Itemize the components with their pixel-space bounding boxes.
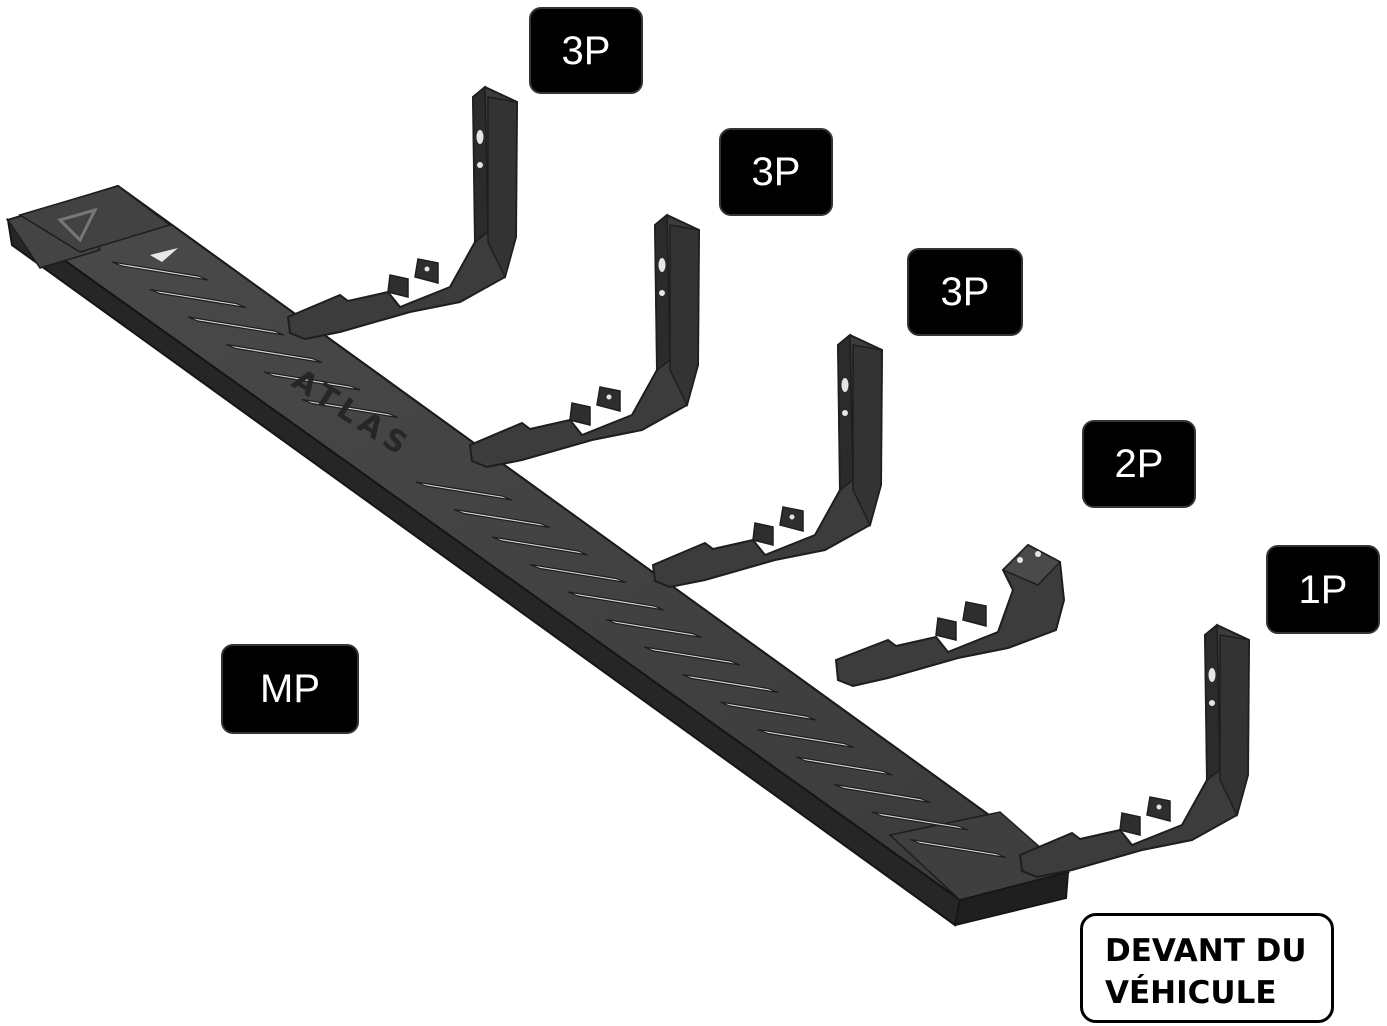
board-slot [643, 646, 741, 666]
label-bracket-5: 1P [1266, 545, 1380, 634]
label-bracket-1: 3P [529, 7, 643, 94]
board-slot [719, 701, 817, 721]
bracket-5 [1019, 624, 1250, 878]
board-slot [111, 261, 209, 281]
label-bracket-3: 3P [907, 248, 1023, 336]
board-slot [795, 756, 893, 776]
board-slot [681, 673, 779, 694]
board-slot [225, 343, 323, 364]
board-slot [909, 838, 1007, 859]
board-slot [149, 288, 247, 309]
board-slot [833, 783, 931, 804]
bracket-1 [287, 86, 518, 340]
board-slot [187, 316, 285, 336]
board-slot [453, 508, 551, 529]
running-board: ATLAS [5, 184, 1071, 927]
board-slots [111, 261, 1007, 859]
board-slot [263, 371, 361, 391]
board-slot [415, 481, 513, 501]
front-note-line2: VÉHICULE [1105, 975, 1277, 1011]
label-main-piece: MP [221, 644, 359, 734]
board-slot [605, 618, 703, 639]
bracket-4 [834, 543, 1066, 688]
board-slot [871, 811, 969, 831]
board-slot [529, 563, 627, 584]
board-slot [567, 591, 665, 611]
board-slot [301, 398, 399, 419]
label-bracket-2: 3P [719, 128, 833, 216]
board-slot [757, 728, 855, 749]
board-slot [491, 536, 589, 556]
vehicle-front-note: DEVANT DU VÉHICULE [1080, 913, 1334, 1023]
front-note-line1: DEVANT DU [1105, 933, 1307, 969]
label-bracket-4: 2P [1082, 420, 1196, 508]
